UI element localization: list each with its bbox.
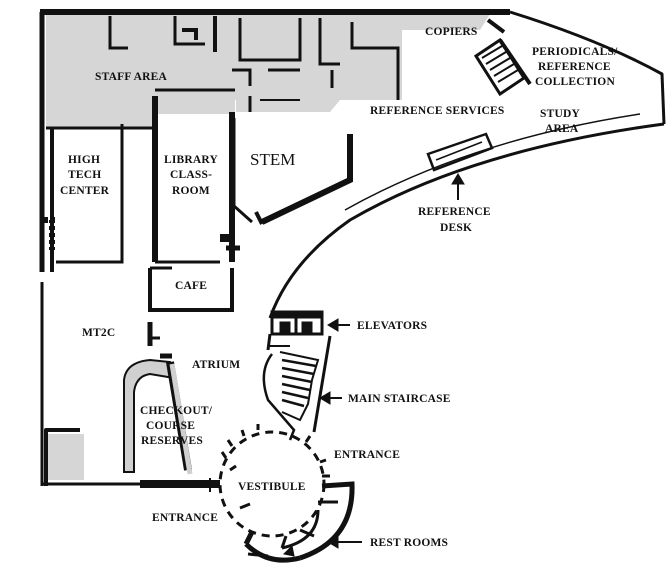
svg-text:REFERENCE: REFERENCE — [538, 61, 611, 73]
svg-text:CLASS-: CLASS- — [170, 169, 212, 181]
reference-desk-label: REFERENCE DESK — [418, 206, 491, 234]
entrance-marks — [209, 478, 251, 510]
mt2c-label: MT2C — [82, 327, 115, 339]
svg-text:RESERVES: RESERVES — [141, 435, 203, 447]
svg-text:CHECKOUT/: CHECKOUT/ — [140, 405, 213, 417]
copiers-stair — [473, 18, 532, 97]
main-staircase-label: MAIN STAIRCASE — [348, 393, 451, 405]
copiers-label: COPIERS — [425, 26, 478, 38]
atrium-label: ATRIUM — [192, 359, 240, 371]
stem-room-walls — [232, 118, 353, 225]
vestibule-circle — [218, 424, 330, 538]
cafe-walls — [148, 245, 240, 312]
checkout-label: CHECKOUT/ COURSE RESERVES — [140, 405, 213, 447]
entrance-bottom-label: ENTRANCE — [152, 512, 218, 524]
cafe-label: CAFE — [175, 280, 207, 292]
periodicals-label: PERIODICALS/ REFERENCE COLLECTION — [532, 46, 618, 88]
svg-text:ROOM: ROOM — [172, 185, 210, 197]
svg-text:COURSE: COURSE — [146, 420, 195, 432]
main-staircase — [262, 333, 332, 441]
entrance-right-label: ENTRANCE — [334, 449, 400, 461]
rest-rooms-arrow — [282, 535, 362, 557]
svg-text:DESK: DESK — [440, 222, 472, 234]
staff-area-label: STAFF AREA — [95, 71, 167, 83]
checkout-desk — [123, 358, 193, 475]
svg-text:CENTER: CENTER — [60, 185, 110, 197]
elevators-arrow — [327, 318, 350, 332]
study-area-label: STUDY AREA — [540, 108, 580, 135]
high-tech-center-walls — [44, 124, 124, 264]
elevator-block — [270, 310, 324, 336]
svg-text:LIBRARY: LIBRARY — [164, 154, 219, 166]
svg-text:STUDY: STUDY — [540, 108, 580, 120]
reference-desk-shape — [426, 132, 494, 172]
svg-text:HIGH: HIGH — [68, 154, 100, 166]
library-classroom-label: LIBRARY CLASS- ROOM — [164, 154, 219, 197]
reference-desk-arrow — [451, 173, 465, 200]
reference-services-label: REFERENCE SERVICES — [370, 105, 505, 117]
svg-text:COLLECTION: COLLECTION — [535, 76, 615, 88]
staircase-arrow — [319, 391, 342, 405]
svg-text:AREA: AREA — [545, 123, 579, 135]
svg-text:PERIODICALS/: PERIODICALS/ — [532, 46, 618, 58]
rest-rooms-label: REST ROOMS — [370, 537, 448, 549]
high-tech-center-label: HIGH TECH CENTER — [60, 154, 110, 197]
elevators-label: ELEVATORS — [357, 320, 427, 332]
svg-text:REFERENCE: REFERENCE — [418, 206, 491, 218]
rest-rooms-block — [243, 481, 355, 563]
staff-area-fill — [46, 14, 490, 480]
svg-text:TECH: TECH — [68, 169, 101, 181]
mt2c-walls — [147, 322, 172, 359]
vestibule-label: VESTIBULE — [238, 481, 306, 493]
stem-label: STEM — [250, 150, 295, 169]
library-classroom-walls — [152, 96, 235, 264]
